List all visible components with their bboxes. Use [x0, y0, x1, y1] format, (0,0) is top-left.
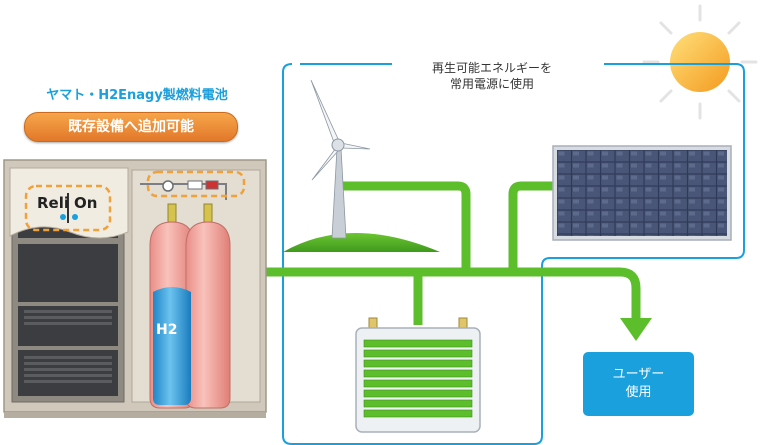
relion-logo-callout	[24, 184, 112, 232]
user-box-line2: 使用	[625, 385, 652, 400]
renewable-caption: 再生可能エネルギーを 常用電源に使用	[392, 60, 592, 92]
relion-logo-left: Reli	[37, 194, 70, 212]
user-box: ユーザー 使用	[583, 352, 694, 416]
arrow-down-icon	[620, 318, 652, 341]
hydrogen-tank-icon	[149, 203, 231, 409]
sun-icon	[642, 4, 758, 120]
user-box-line1: ユーザー	[612, 367, 665, 382]
renewable-caption-line1: 再生可能エネルギーを	[431, 61, 552, 75]
renewable-frame	[282, 63, 745, 445]
relion-logo-right: On	[74, 194, 98, 212]
power-lines	[255, 181, 641, 325]
feature-badge: 既存設備へ追加可能	[24, 112, 238, 142]
brand-title: ヤマト・H2Enagy製燃料電池	[46, 88, 228, 103]
battery-icon	[355, 317, 481, 433]
valve-callout	[146, 170, 246, 198]
minus-terminal-icon	[72, 214, 78, 220]
renewable-caption-line2: 常用電源に使用	[449, 77, 534, 91]
solar-panel-icon	[552, 145, 732, 241]
wind-turbine-icon	[283, 79, 440, 252]
tank-label: H2	[156, 322, 178, 338]
plus-terminal-icon	[60, 214, 66, 220]
